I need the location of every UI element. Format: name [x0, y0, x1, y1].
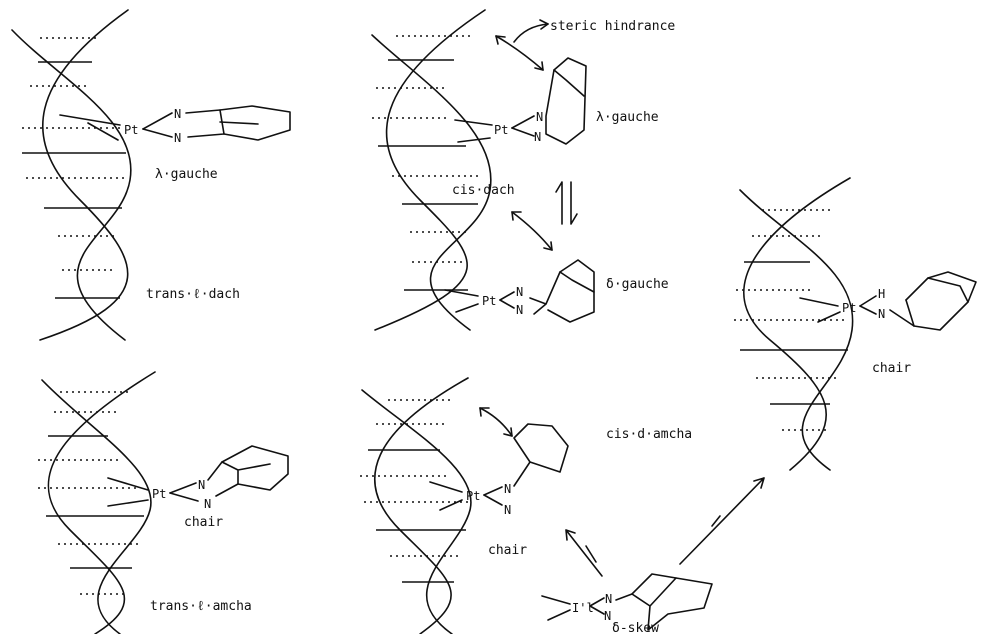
panel-chair-right: Pt H N chair [734, 178, 976, 470]
nitrogen-atom-label: N [605, 592, 612, 606]
nitrogen-atom-label: N [534, 130, 541, 144]
nitrogen-atom-label: N [504, 482, 511, 496]
platinum-atom-label: Pt [124, 123, 138, 137]
label-cis-d-amcha: cis·d·amcha [606, 427, 692, 442]
hydrogen-atom-label: H [878, 287, 885, 301]
label-chair: chair [488, 543, 527, 558]
dna-helix [372, 10, 491, 330]
platinum-atom-label: Pt [152, 487, 166, 501]
platinum-atom-label: Pt [482, 294, 496, 308]
nitrogen-atom-label: N [878, 307, 885, 321]
panel-cis-dach: steric hindrance Pt N N λ·gauche cis·dac… [372, 10, 675, 330]
dna-helix [38, 372, 155, 634]
dna-helix [734, 178, 853, 470]
nitrogen-atom-label: N [516, 285, 523, 299]
nitrogen-atom-label: N [174, 131, 181, 145]
label-lambda-gauche: λ·gauche [155, 167, 218, 182]
panel-trans-l-dach: Pt N N λ·gauche trans·ℓ·dach [12, 10, 290, 340]
platinum-atom-label: I'l [572, 601, 594, 615]
label-chair: chair [184, 515, 223, 530]
panel-trans-l-amcha: Pt N N chair trans·ℓ·amcha [38, 372, 288, 634]
nitrogen-atom-label: N [204, 497, 211, 511]
label-delta-skew: δ-skew [612, 621, 659, 634]
label-delta-gauche: δ·gauche [606, 277, 669, 292]
platinum-atom-label: Pt [466, 489, 480, 503]
platinum-atom-label: Pt [494, 123, 508, 137]
platinum-atom-label: Pt [842, 301, 856, 315]
nitrogen-atom-label: N [536, 110, 543, 124]
label-trans-l-dach: trans·ℓ·dach [146, 287, 240, 302]
panel-cis-d-amcha: Pt N N chair cis·d·amcha I'l N N δ-skew [360, 378, 764, 634]
label-trans-l-amcha: trans·ℓ·amcha [150, 599, 252, 614]
nitrogen-atom-label: N [604, 609, 611, 623]
dna-helix [360, 378, 471, 634]
label-lambda-gauche: λ·gauche [596, 110, 659, 125]
nitrogen-atom-label: N [174, 107, 181, 121]
label-steric-hindrance: steric hindrance [550, 19, 675, 34]
label-cis-dach: cis·dach [452, 183, 515, 198]
label-chair: chair [872, 361, 911, 376]
dna-helix [12, 10, 131, 340]
nitrogen-atom-label: N [504, 503, 511, 517]
nitrogen-atom-label: N [198, 478, 205, 492]
nitrogen-atom-label: N [516, 303, 523, 317]
